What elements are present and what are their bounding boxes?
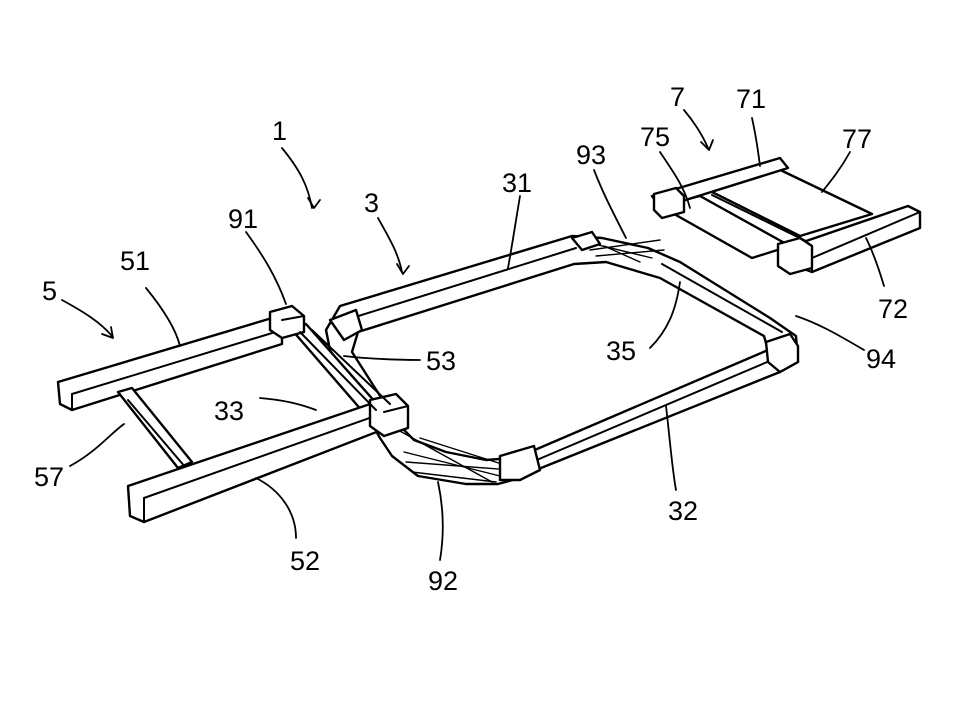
central-frame-3 xyxy=(324,230,800,486)
reference-numerals: 1 3 5 7 31 32 33 35 51 52 53 57 71 72 75… xyxy=(34,82,908,596)
rear-subframe-7 xyxy=(650,156,922,276)
label-5: 5 xyxy=(42,276,57,306)
mount-block-94 xyxy=(776,236,814,276)
mount-block-92-front xyxy=(368,392,410,438)
label-32: 32 xyxy=(668,496,698,526)
label-33: 33 xyxy=(214,396,244,426)
label-35: 35 xyxy=(606,336,636,366)
label-1: 1 xyxy=(272,116,287,146)
front-rail-52 xyxy=(126,398,394,524)
label-57: 57 xyxy=(34,462,64,492)
leader-lines xyxy=(61,109,885,561)
front-subframe-5 xyxy=(56,304,410,524)
label-71: 71 xyxy=(736,84,766,114)
label-77: 77 xyxy=(842,124,872,154)
label-51: 51 xyxy=(120,246,150,276)
label-92: 92 xyxy=(428,566,458,596)
mount-block-91 xyxy=(268,304,306,340)
label-7: 7 xyxy=(670,82,685,112)
label-94: 94 xyxy=(866,344,896,374)
frame-corner-node-top xyxy=(570,230,602,252)
label-52: 52 xyxy=(290,546,320,576)
label-3: 3 xyxy=(364,188,379,218)
mount-block-93-upper xyxy=(652,186,686,220)
label-93: 93 xyxy=(576,140,606,170)
label-53: 53 xyxy=(426,346,456,376)
front-crossmember-57 xyxy=(116,386,194,470)
label-31: 31 xyxy=(502,168,532,198)
frame-corner-node-left xyxy=(328,308,364,342)
label-72: 72 xyxy=(878,294,908,324)
label-75: 75 xyxy=(640,122,670,152)
frame-corner-node xyxy=(498,444,542,482)
frame-corner-node-right xyxy=(764,332,800,374)
label-91: 91 xyxy=(228,204,258,234)
